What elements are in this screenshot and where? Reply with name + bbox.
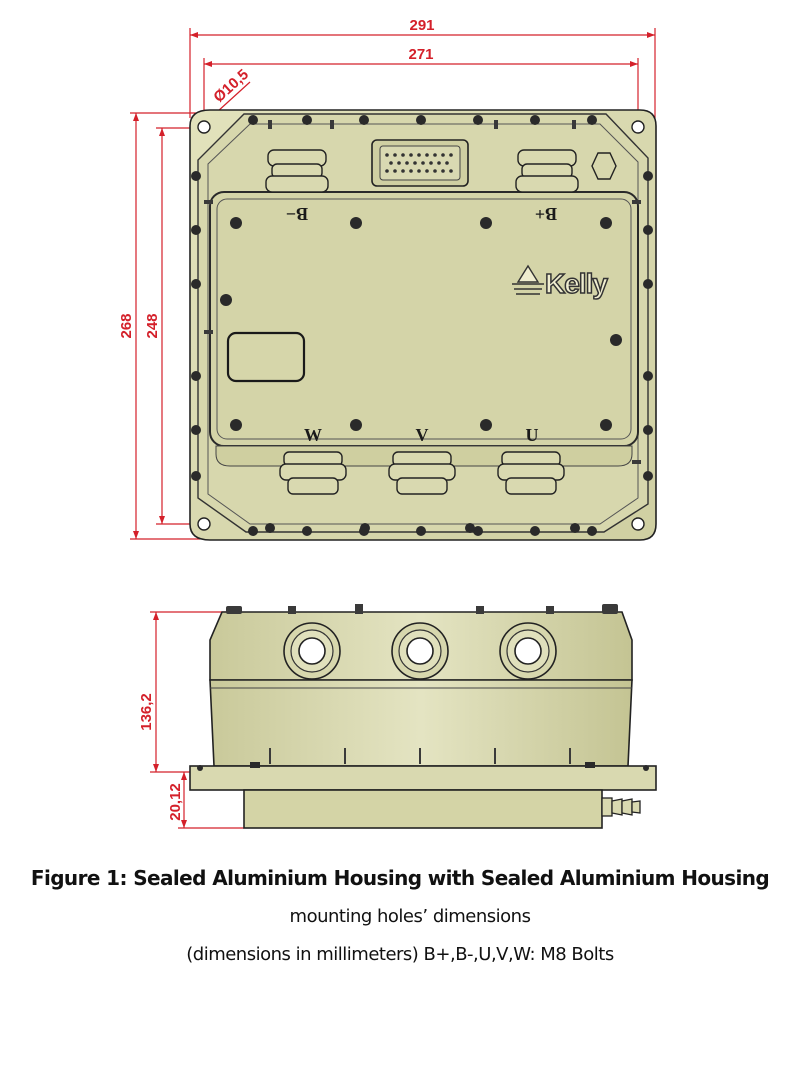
- dim-housing-height: 136,2: [138, 693, 155, 731]
- kelly-logo-text: Kelly: [545, 268, 608, 299]
- gland-w: [279, 451, 347, 495]
- side-gland-w: [283, 622, 341, 680]
- label-b-minus: B−: [286, 204, 308, 224]
- gland-v: [388, 451, 456, 495]
- gland-b-plus: [515, 149, 579, 193]
- signal-connector: [371, 139, 469, 187]
- gland-b-minus: [265, 149, 329, 193]
- figure-caption-line2: mounting holes’ dimensions: [289, 906, 531, 927]
- side-flange: [189, 765, 657, 791]
- gland-u: [497, 451, 565, 495]
- label-u: U: [526, 425, 539, 445]
- side-gland-u: [499, 622, 557, 680]
- display-window: [226, 331, 306, 383]
- label-b-plus: B+: [535, 204, 557, 224]
- dim-overall-height: 268: [118, 313, 135, 338]
- side-base: [243, 789, 603, 829]
- coolant-fitting: [601, 797, 641, 817]
- figure-caption-title: Figure 1: Sealed Aluminium Housing with …: [30, 866, 770, 890]
- label-w: W: [304, 425, 322, 445]
- side-view: 136,2 20,12: [138, 604, 657, 829]
- kelly-logo: Kelly: [512, 264, 610, 300]
- housing-lid-inner: [207, 123, 639, 525]
- label-v: V: [416, 425, 429, 445]
- dim-hole-spacing-width: 271: [408, 46, 433, 63]
- mounting-holes: [197, 120, 645, 531]
- dim-base-height: 20,12: [167, 783, 184, 821]
- perimeter-bolts: [191, 115, 653, 536]
- dim-hole-spacing-height: 248: [144, 313, 161, 338]
- housing-drawing: 291 271 Ø10,5 268 248: [118, 17, 657, 829]
- side-gland-v: [391, 622, 449, 680]
- dimension-lines-top: [130, 28, 656, 540]
- kelly-logo-icon: [512, 264, 544, 295]
- figure-caption-line3: (dimensions in millimeters) B+,B-,U,V,W:…: [186, 944, 614, 965]
- top-view: 291 271 Ø10,5 268 248: [118, 17, 657, 541]
- vent-plug-icon: [591, 152, 617, 180]
- cover-panel: [209, 191, 639, 447]
- panel-bolts: [220, 217, 622, 533]
- dim-overall-width: 291: [409, 17, 434, 34]
